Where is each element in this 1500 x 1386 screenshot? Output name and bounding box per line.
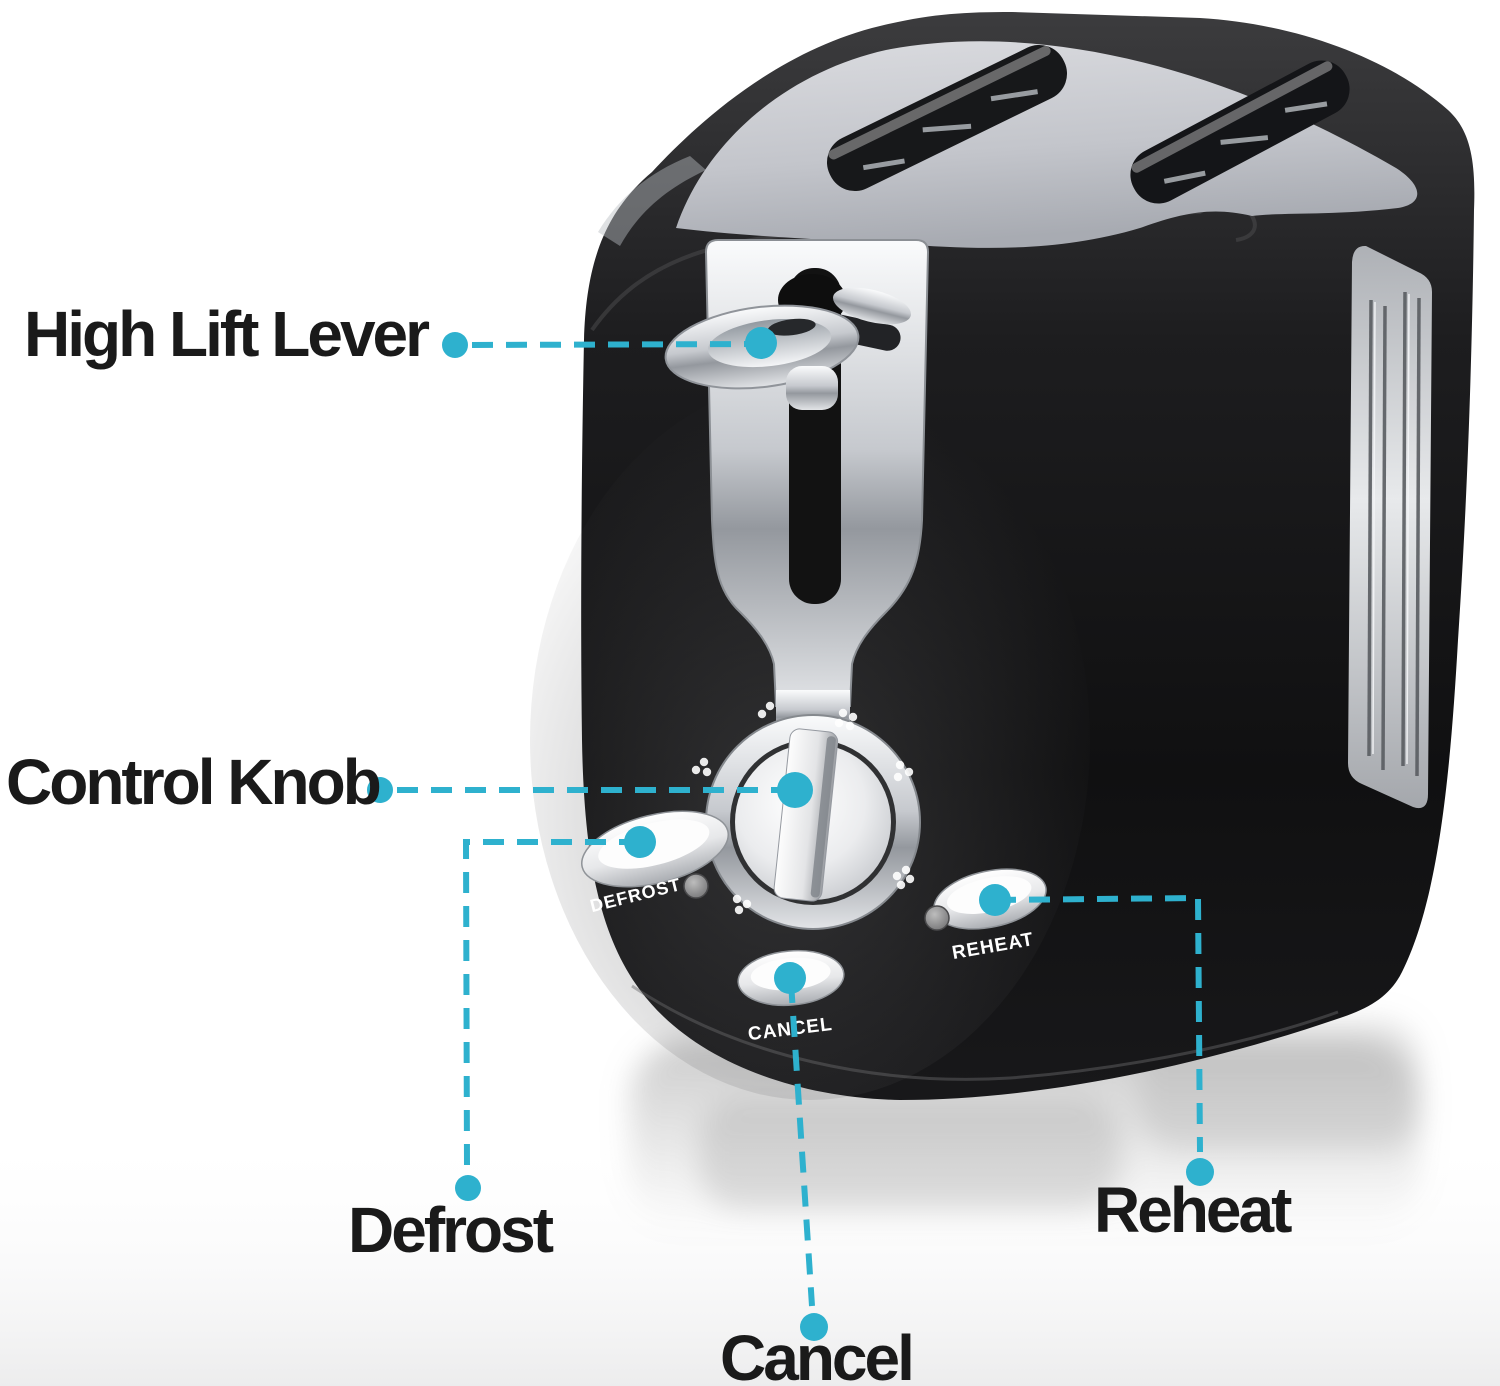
leader-defrost [455, 826, 656, 1201]
callout-label-reheat: Reheat [1094, 1174, 1292, 1246]
callout-dot-control-knob-target [777, 772, 813, 808]
bread-slot-right [1130, 60, 1350, 204]
callout-dot-reheat-label [1186, 1158, 1214, 1186]
callout-label-high-lift-lever: High Lift Lever [24, 298, 430, 370]
callout-dot-defrost-label [455, 1175, 481, 1201]
callout-label-defrost: Defrost [348, 1194, 554, 1266]
callout-label-cancel: Cancel [720, 1322, 915, 1386]
callout-dot-cancel-label [800, 1313, 828, 1341]
reheat-led [924, 905, 950, 931]
lever-knuckle [786, 366, 838, 410]
callout-dot-high-lift-lever-target [745, 327, 777, 359]
side-chrome-panel [1348, 245, 1432, 809]
callout-dot-cancel-target [774, 962, 806, 994]
callout-dot-control-knob-label [367, 777, 393, 803]
callout-dot-reheat-target [979, 884, 1011, 916]
callout-dot-high-lift-lever-label [442, 332, 468, 358]
toaster-top-plate [676, 41, 1418, 248]
leader-reheat [979, 884, 1214, 1186]
leader-high-lift-lever [442, 327, 777, 359]
defrost-led [683, 873, 709, 899]
knob-pointer [773, 728, 839, 902]
leader-control-knob [367, 772, 813, 808]
leader-cancel [774, 962, 828, 1341]
callout-dot-defrost-target [624, 826, 656, 858]
callout-label-control-knob: Control Knob [6, 746, 382, 818]
knob-ring-beads [691, 701, 915, 915]
bread-slot-left [826, 44, 1068, 192]
control-knob [691, 701, 921, 930]
